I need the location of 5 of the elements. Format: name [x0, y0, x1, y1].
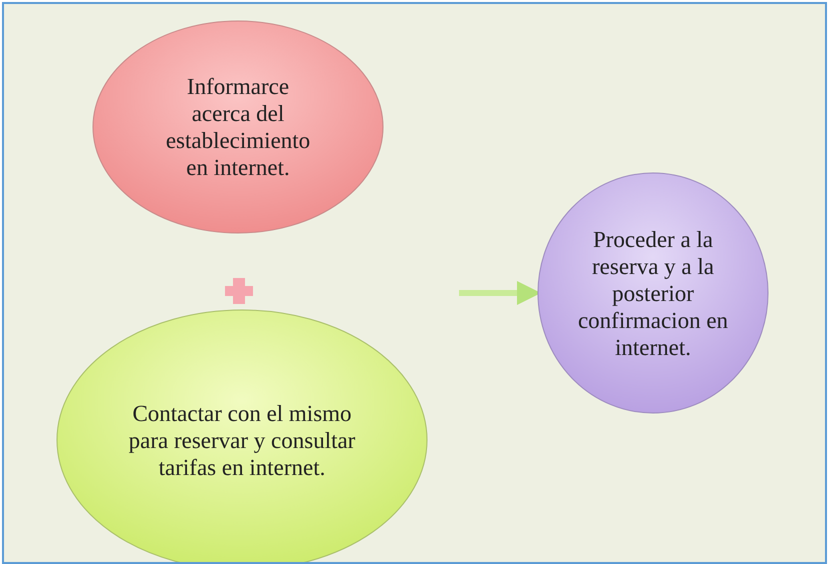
- ellipse-text: Contactar con el mismo para reservar y consultar tarifas en internet.: [128, 400, 356, 480]
- ellipse-text: Proceder a la reserva y a la posterior confirmacion en internet.: [576, 226, 730, 360]
- ellipse-text: Informarce acerca del establecimiento en internet.: [164, 73, 312, 181]
- ellipse: [92, 20, 384, 234]
- ellipse: [537, 172, 769, 414]
